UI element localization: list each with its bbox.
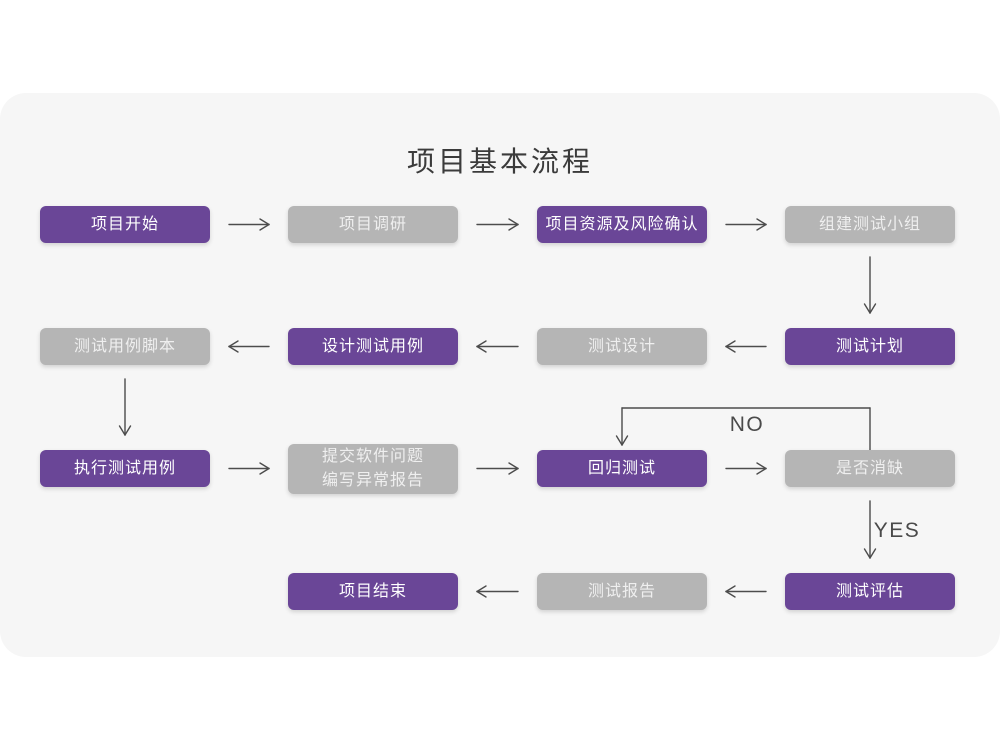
flow-node-regression: 回归测试 [537,450,707,487]
flow-node-survey: 项目调研 [288,206,458,243]
flow-node-defect-check: 是否消缺 [785,450,955,487]
flow-node-execute: 执行测试用例 [40,450,210,487]
flow-node-evaluate: 测试评估 [785,573,955,610]
flow-node-risk: 项目资源及风险确认 [537,206,707,243]
flow-node-case-script: 测试用例脚本 [40,328,210,365]
flow-node-submit: 提交软件问题 编写异常报告 [288,443,458,494]
flow-node-end: 项目结束 [288,573,458,610]
edge-label-yes: YES [873,519,921,542]
flow-node-start: 项目开始 [40,206,210,243]
flow-node-team: 组建测试小组 [785,206,955,243]
flow-node-plan: 测试计划 [785,328,955,365]
flow-node-test-design: 测试设计 [537,328,707,365]
page-title: 项目基本流程 [406,146,593,177]
flow-node-report: 测试报告 [537,573,707,610]
flow-node-design-case: 设计测试用例 [288,328,458,365]
edge-label-no: NO [729,413,765,436]
flowchart-card [0,93,1000,657]
